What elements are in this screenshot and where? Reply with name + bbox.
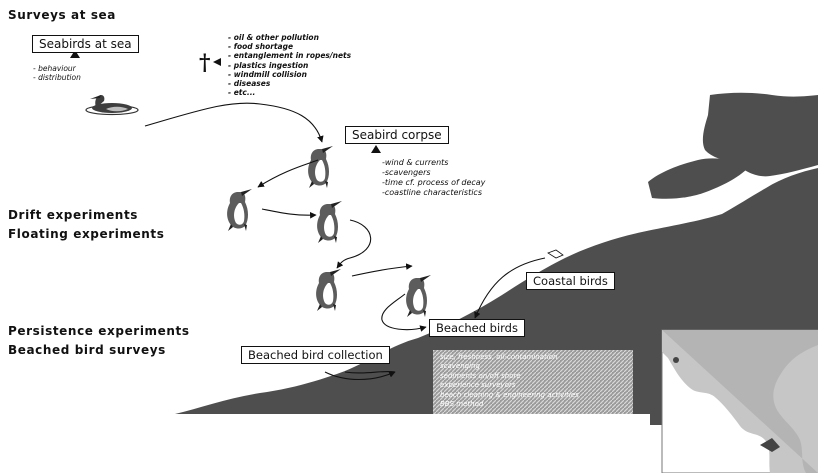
- list-item: beach cleaning & engineering activities: [440, 390, 579, 399]
- list-item: - behaviour: [33, 64, 76, 73]
- list-item: - oil & other pollution: [228, 33, 319, 42]
- sea-factors-list: - behaviour - distribution: [33, 64, 81, 82]
- box-beached-bird-collection: Beached bird collection: [241, 346, 390, 364]
- corpse-factors-list: -wind & currents -scavengers -time cf. p…: [382, 158, 485, 198]
- box-seabird-corpse: Seabird corpse: [345, 126, 449, 144]
- heading-floating-experiments: Floating experiments: [8, 227, 165, 241]
- coastline-land: [175, 168, 818, 425]
- list-item: - distribution: [33, 73, 81, 83]
- list-item: scavenging: [440, 362, 480, 371]
- list-item: - etc...: [228, 88, 256, 98]
- list-item: - windmill collision: [228, 69, 307, 79]
- list-item: - entanglement in ropes/nets: [228, 51, 352, 61]
- heading-persistence-experiments: Persistence experiments: [8, 324, 190, 338]
- list-item: - food shortage: [228, 42, 294, 52]
- list-item: -scavengers: [382, 168, 431, 177]
- list-item: - plastics ingestion: [228, 60, 309, 70]
- box-coastal-birds: Coastal birds: [526, 272, 615, 290]
- heading-drift-experiments: Drift experiments: [8, 208, 139, 222]
- northern-land: [702, 92, 818, 177]
- list-item: sediments on/off shore: [440, 371, 521, 380]
- list-item: -coastline characteristics: [382, 188, 482, 197]
- collection-factors-list: size, freshness, oil-contamination scave…: [440, 353, 579, 409]
- heading-beached-bird-surveys: Beached bird surveys: [8, 343, 166, 357]
- list-item: - diseases: [228, 79, 271, 89]
- beach-hatched-area: [433, 350, 633, 414]
- cross-icon: †: [199, 50, 211, 76]
- list-item: -wind & currents: [382, 158, 449, 167]
- list-item: BBS method: [440, 400, 484, 409]
- heading-surveys-at-sea: Surveys at sea: [8, 8, 116, 22]
- map-inset-icon: [661, 329, 818, 473]
- list-item: -time cf. process of decay: [382, 178, 486, 187]
- box-seabirds-at-sea: Seabirds at sea: [32, 35, 139, 53]
- box-beached-birds: Beached birds: [429, 319, 525, 337]
- estuary-land: [648, 158, 748, 199]
- list-item: size, freshness, oil-contamination: [440, 353, 558, 361]
- list-item: experience surveyors: [440, 381, 516, 390]
- triangle-marker: [371, 145, 381, 153]
- triangle-marker: [70, 50, 80, 58]
- mortality-causes-list: - oil & other pollution - food shortage …: [228, 33, 351, 97]
- swimming-seabird-icon: [85, 95, 139, 116]
- triangle-marker: [213, 58, 221, 66]
- flow-arrows: [144, 102, 546, 380]
